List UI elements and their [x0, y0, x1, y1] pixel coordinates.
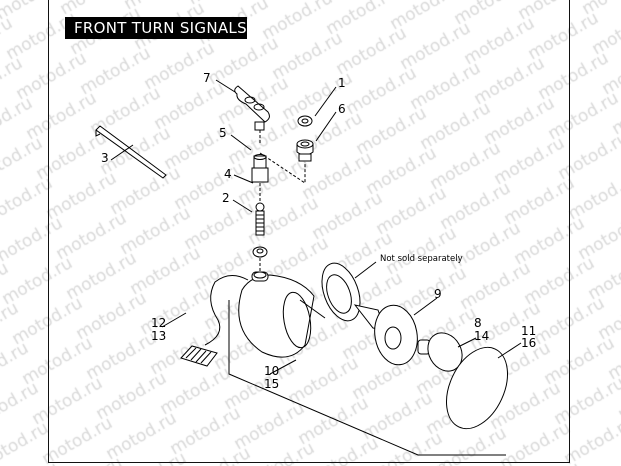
- callout-16: 16: [521, 336, 536, 350]
- cable-strap-part: [95, 125, 167, 179]
- diagram-title: FRONT TURN SIGNALS: [65, 17, 247, 39]
- callout-6: 6: [338, 102, 346, 116]
- callout-2: 2: [222, 191, 230, 205]
- adapter-part: [251, 154, 269, 183]
- stud-part: [255, 202, 265, 236]
- callout-15: 15: [264, 377, 279, 391]
- callout-14: 14: [474, 329, 489, 343]
- acorn-nut-part: [296, 139, 314, 162]
- not-sold-separately-note: Not sold separately: [380, 254, 463, 264]
- wire-connector-part: [180, 345, 218, 367]
- callout-7: 7: [203, 71, 211, 85]
- callout-8: 8: [474, 316, 482, 330]
- callout-5: 5: [219, 126, 227, 140]
- signal-housing-part: [204, 271, 315, 358]
- gasket-part: [299, 262, 361, 322]
- lock-washer-part: [297, 115, 313, 127]
- callout-13: 13: [151, 329, 166, 343]
- bulb-socket-part: [353, 304, 418, 366]
- callout-11: 11: [521, 324, 536, 338]
- callout-3: 3: [101, 151, 109, 165]
- bulb-part: [417, 332, 463, 372]
- callout-1: 1: [338, 76, 346, 90]
- callout-12: 12: [151, 316, 166, 330]
- diagram-frame: [48, 0, 570, 463]
- callout-4: 4: [224, 167, 232, 181]
- lens-part: [446, 346, 508, 430]
- callout-9: 9: [434, 287, 442, 301]
- callout-10: 10: [264, 364, 279, 378]
- hex-nut-part: [252, 246, 268, 258]
